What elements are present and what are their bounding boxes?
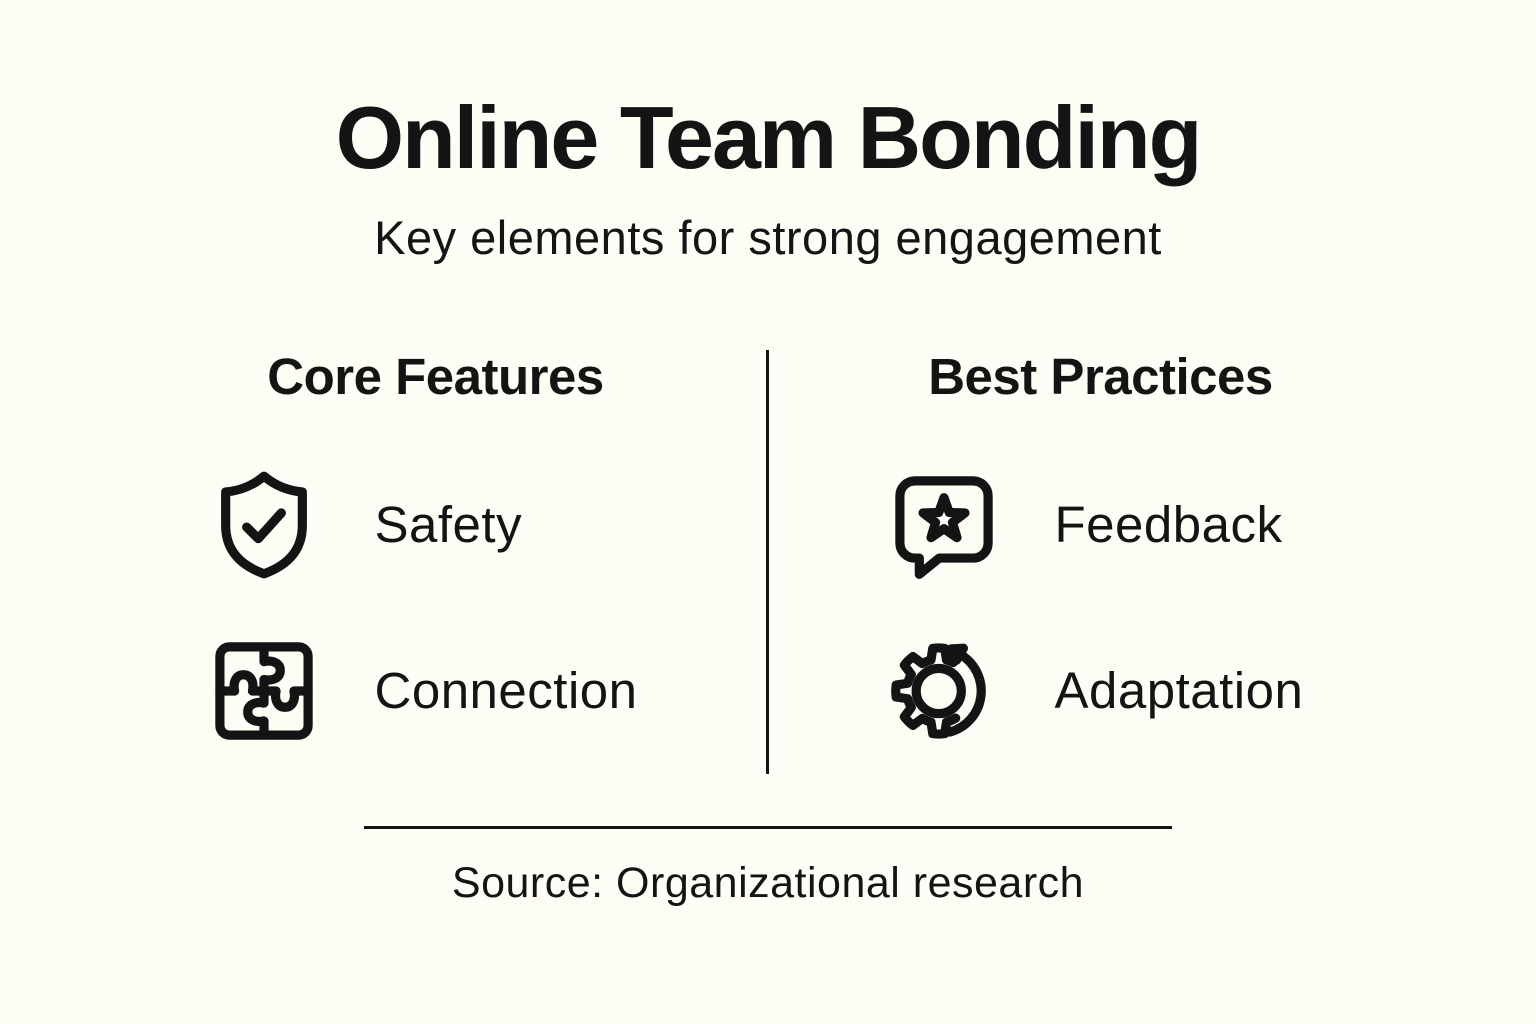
puzzle-icon xyxy=(201,628,327,754)
shield-check-icon xyxy=(201,462,327,588)
list-item: Feedback xyxy=(821,462,1381,588)
column-best-practices: Best Practices Feedback Adaptation xyxy=(821,348,1381,754)
footer: Source: Organizational research xyxy=(0,826,1536,908)
source-note: Source: Organizational research xyxy=(451,859,1085,907)
header: Online Team Bonding Key elements for str… xyxy=(0,0,1536,265)
list-item: Adaptation xyxy=(821,628,1381,754)
list-item: Safety xyxy=(156,462,716,588)
list-item: Connection xyxy=(156,628,716,754)
column-core-features: Core Features Safety Connectio xyxy=(156,348,716,754)
item-label: Connection xyxy=(374,662,638,720)
vertical-divider xyxy=(766,350,769,774)
item-label: Adaptation xyxy=(1054,662,1304,720)
column-heading: Core Features xyxy=(267,348,604,405)
page-subtitle: Key elements for strong engagement xyxy=(374,211,1162,265)
item-label: Safety xyxy=(374,496,523,554)
column-heading: Best Practices xyxy=(928,348,1273,405)
item-label: Feedback xyxy=(1054,496,1283,554)
content-columns: Core Features Safety Connectio xyxy=(0,348,1536,754)
gear-sync-icon xyxy=(881,628,1007,754)
page-title: Online Team Bonding xyxy=(335,88,1203,187)
horizontal-divider xyxy=(364,826,1172,829)
message-star-icon xyxy=(881,462,1007,588)
